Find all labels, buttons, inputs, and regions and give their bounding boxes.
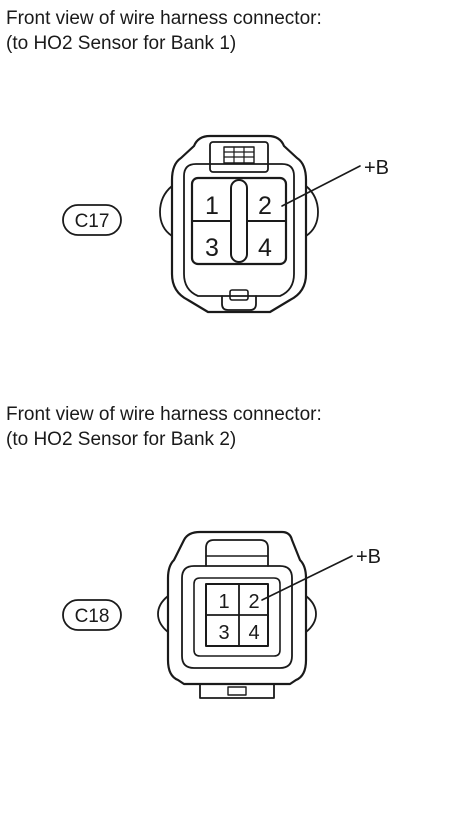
c17-latch-window [223, 146, 255, 164]
c17-top-latch [209, 141, 269, 173]
c17-callout-line [281, 165, 361, 207]
caption-bank-1: Front view of wire harness connector: (t… [6, 6, 322, 56]
c18-outer-housing [166, 530, 308, 686]
c17-outer-housing [170, 134, 308, 314]
caption-line-2: (to HO2 Sensor for Bank 1) [6, 33, 237, 54]
c17-center-divider [230, 179, 248, 263]
caption-line-2: (to HO2 Sensor for Bank 2) [6, 429, 237, 450]
c17-left-bump [159, 185, 173, 237]
connector-c18 [157, 530, 353, 699]
c17-pin-1: 1 [205, 192, 219, 220]
c17-id-badge [62, 204, 122, 236]
c18-pin-3: 3 [218, 622, 229, 644]
c17-callout-label: +B [364, 157, 389, 179]
c18-pin-1: 1 [218, 591, 229, 613]
c17-id-label: C17 [75, 211, 110, 232]
c17-inner-frame [183, 163, 295, 297]
c17-pin-3: 3 [205, 234, 219, 262]
c18-inner-frame [181, 565, 293, 669]
caption-bank-2: Front view of wire harness connector: (t… [6, 402, 322, 452]
c18-id-badge [62, 599, 122, 631]
c18-pin-recess [193, 577, 281, 657]
c17-bottom-tab [221, 295, 257, 311]
c18-pin-2: 2 [248, 591, 259, 613]
c18-callout-line [261, 555, 353, 601]
c18-top-latch [205, 539, 269, 567]
c18-pin-4: 4 [248, 622, 259, 644]
c17-pin-4: 4 [258, 234, 272, 262]
caption-line-1: Front view of wire harness connector: [6, 8, 322, 29]
c17-pin-2: 2 [258, 192, 272, 220]
c18-right-bump [305, 595, 317, 633]
c18-bottom-tab [199, 683, 275, 699]
c18-callout-label: +B [356, 546, 381, 568]
c17-right-bump [305, 185, 319, 237]
caption-line-1: Front view of wire harness connector: [6, 404, 322, 425]
c18-left-bump [157, 595, 169, 633]
c18-id-label: C18 [75, 606, 110, 627]
connector-c17 [159, 134, 361, 314]
